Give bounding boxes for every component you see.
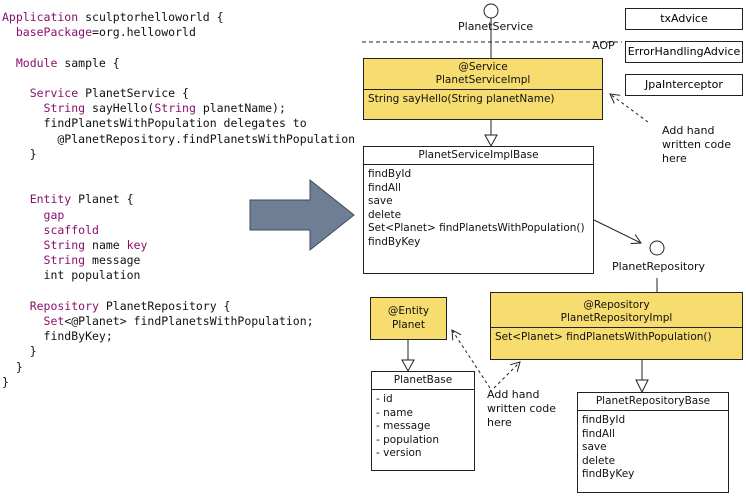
planet-service-impl-base-class: PlanetServiceImplBase findById findAll s… bbox=[363, 146, 594, 274]
code-text: name bbox=[85, 238, 127, 253]
class-operation: findByKey bbox=[582, 468, 635, 480]
planet-service-label: PlanetService bbox=[458, 20, 534, 33]
class-stereotype: @Entity bbox=[387, 305, 430, 317]
code-keyword: String bbox=[154, 101, 196, 116]
class-operation: findById bbox=[582, 414, 626, 426]
note-line: here bbox=[662, 152, 687, 165]
code-line: } bbox=[2, 344, 37, 359]
class-attribute: - population bbox=[376, 433, 439, 446]
code-text: PlanetService { bbox=[78, 86, 189, 101]
code-keyword: Set bbox=[2, 314, 65, 329]
class-attribute: - message bbox=[376, 420, 431, 432]
code-keyword: String bbox=[2, 253, 86, 268]
aspect-errorhandlingadvice: ErrorHandlingAdvice bbox=[625, 41, 743, 63]
code-keyword: String bbox=[2, 238, 86, 253]
code-keyword: String bbox=[2, 101, 86, 116]
code-line: findByKey; bbox=[2, 329, 113, 344]
class-name: PlanetServiceImpl bbox=[435, 74, 531, 86]
code-text: =org.helloworld bbox=[92, 25, 196, 40]
planet-service-impl-class: @Service PlanetServiceImpl String sayHel… bbox=[363, 58, 603, 120]
big-arrow-shape bbox=[249, 178, 355, 252]
planet-service-interface-icon bbox=[483, 3, 499, 19]
class-stereotype: @Service bbox=[458, 61, 508, 73]
class-operation: findById bbox=[368, 168, 412, 180]
class-operation: save bbox=[368, 195, 393, 207]
code-text: sayHello( bbox=[85, 101, 155, 116]
code-line: findPlanetsWithPopulation delegates to bbox=[2, 116, 307, 131]
code-keyword: Module bbox=[2, 55, 58, 70]
code-text: planetName); bbox=[195, 101, 286, 116]
note-line: Add hand bbox=[662, 124, 715, 137]
dsl-code-listing: Application sculptorhelloworld { basePac… bbox=[2, 10, 355, 390]
code-text: message bbox=[85, 253, 141, 268]
class-operation: findByKey bbox=[368, 235, 421, 248]
code-keyword: Application bbox=[2, 10, 79, 24]
class-operation: delete bbox=[368, 208, 402, 221]
code-line: } bbox=[2, 374, 9, 389]
code-keyword: basePackage bbox=[2, 25, 93, 40]
aop-label: AOP bbox=[592, 39, 615, 52]
class-stereotype: @Repository bbox=[583, 299, 650, 311]
class-name: PlanetServiceImplBase bbox=[364, 147, 593, 165]
code-text: PlanetRepository { bbox=[98, 298, 231, 313]
class-operation: save bbox=[582, 441, 607, 453]
aspect-jpainterceptor: JpaInterceptor bbox=[625, 74, 743, 96]
planet-base-class: PlanetBase - id - name - message - popul… bbox=[371, 371, 475, 471]
note-add-hand-written-code-top: Add hand written code here bbox=[662, 124, 731, 166]
class-operation: Set<Planet> findPlanetsWithPopulation() bbox=[368, 222, 585, 234]
code-line: } bbox=[2, 359, 23, 374]
code-keyword: Service bbox=[2, 86, 79, 101]
class-name: PlanetBase bbox=[372, 372, 474, 390]
note-line: Add hand bbox=[487, 388, 540, 401]
code-keyword: Repository bbox=[2, 298, 99, 313]
code-keyword: gap bbox=[2, 207, 65, 222]
planet-repository-impl-class: @Repository PlanetRepositoryImpl Set<Pla… bbox=[490, 292, 743, 360]
code-line: } bbox=[2, 146, 37, 161]
code-text: sample { bbox=[57, 55, 120, 70]
code-keyword: Entity bbox=[2, 192, 72, 207]
class-operation: findAll bbox=[368, 181, 401, 194]
note-line: written code bbox=[487, 402, 556, 415]
class-operation: findAll bbox=[582, 427, 615, 440]
note-line: written code bbox=[662, 138, 731, 151]
planet-repository-base-class: PlanetRepositoryBase findById findAll sa… bbox=[577, 392, 729, 493]
class-name: PlanetRepositoryImpl bbox=[560, 312, 673, 324]
class-attribute: - id bbox=[376, 393, 393, 405]
code-text: Planet { bbox=[71, 192, 134, 207]
aspect-txadvice: txAdvice bbox=[625, 8, 743, 30]
code-line: int population bbox=[2, 268, 141, 283]
code-text: sculptorhelloworld { bbox=[78, 10, 224, 24]
planet-entity-class: @Entity Planet bbox=[370, 297, 447, 340]
class-attribute: - version bbox=[376, 447, 422, 459]
class-name: PlanetRepositoryBase bbox=[578, 393, 728, 411]
class-operation: Set<Planet> findPlanetsWithPopulation() bbox=[495, 331, 712, 343]
note-add-hand-written-code-bottom: Add hand written code here bbox=[487, 388, 556, 430]
planet-repository-label: PlanetRepository bbox=[612, 260, 705, 273]
code-text: <@Planet> findPlanetsWithPopulation; bbox=[64, 314, 314, 329]
code-keyword: key bbox=[126, 238, 148, 253]
class-attribute: - name bbox=[376, 406, 413, 419]
code-keyword: scaffold bbox=[2, 222, 99, 237]
planet-repository-interface-icon bbox=[649, 240, 665, 256]
code-line: @PlanetRepository.findPlanetsWithPopulat… bbox=[2, 131, 356, 146]
class-operation: String sayHello(String planetName) bbox=[368, 93, 555, 105]
note-line: here bbox=[487, 416, 512, 429]
class-operation: delete bbox=[582, 454, 616, 467]
class-name: Planet bbox=[392, 319, 425, 331]
